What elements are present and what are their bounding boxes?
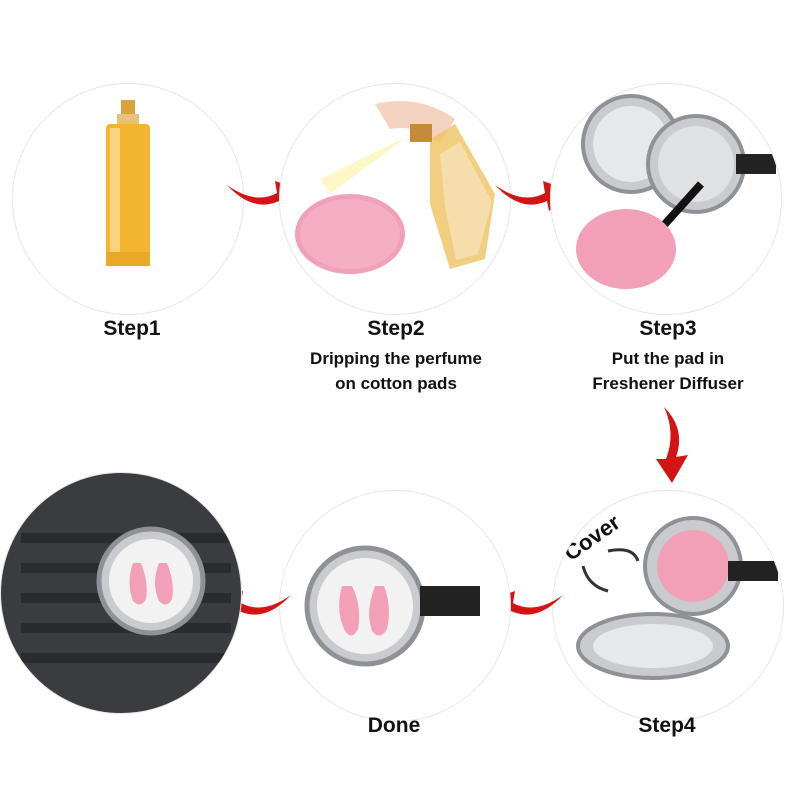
spray-perfume-icon [295,101,495,274]
step2-desc-line2: on cotton pads [335,374,457,393]
step4-label: Step4 [638,714,696,737]
done-image [279,490,511,722]
step2-image [279,83,511,315]
open-locket-icon [576,516,778,680]
car-vent-image [0,472,242,714]
step2-desc-line1: Dripping the perfume [310,349,482,368]
step4-image: Cover [552,490,784,722]
diffuser-locket-icon [576,94,776,289]
car-air-vent-icon [1,473,241,713]
perfume-bottle-icon [106,100,150,266]
step3-desc-line1: Put the pad in [611,349,725,368]
arrow-down [656,407,688,483]
step3-image [550,83,782,315]
finished-locket-icon [304,545,480,667]
done-label: Done [367,714,421,737]
step3-label: Step3 [639,317,697,340]
step1-image [12,83,244,315]
step2-label: Step2 [367,317,425,340]
step3-desc-line2: Freshener Diffuser [592,374,744,393]
step1-label: Step1 [103,317,161,340]
